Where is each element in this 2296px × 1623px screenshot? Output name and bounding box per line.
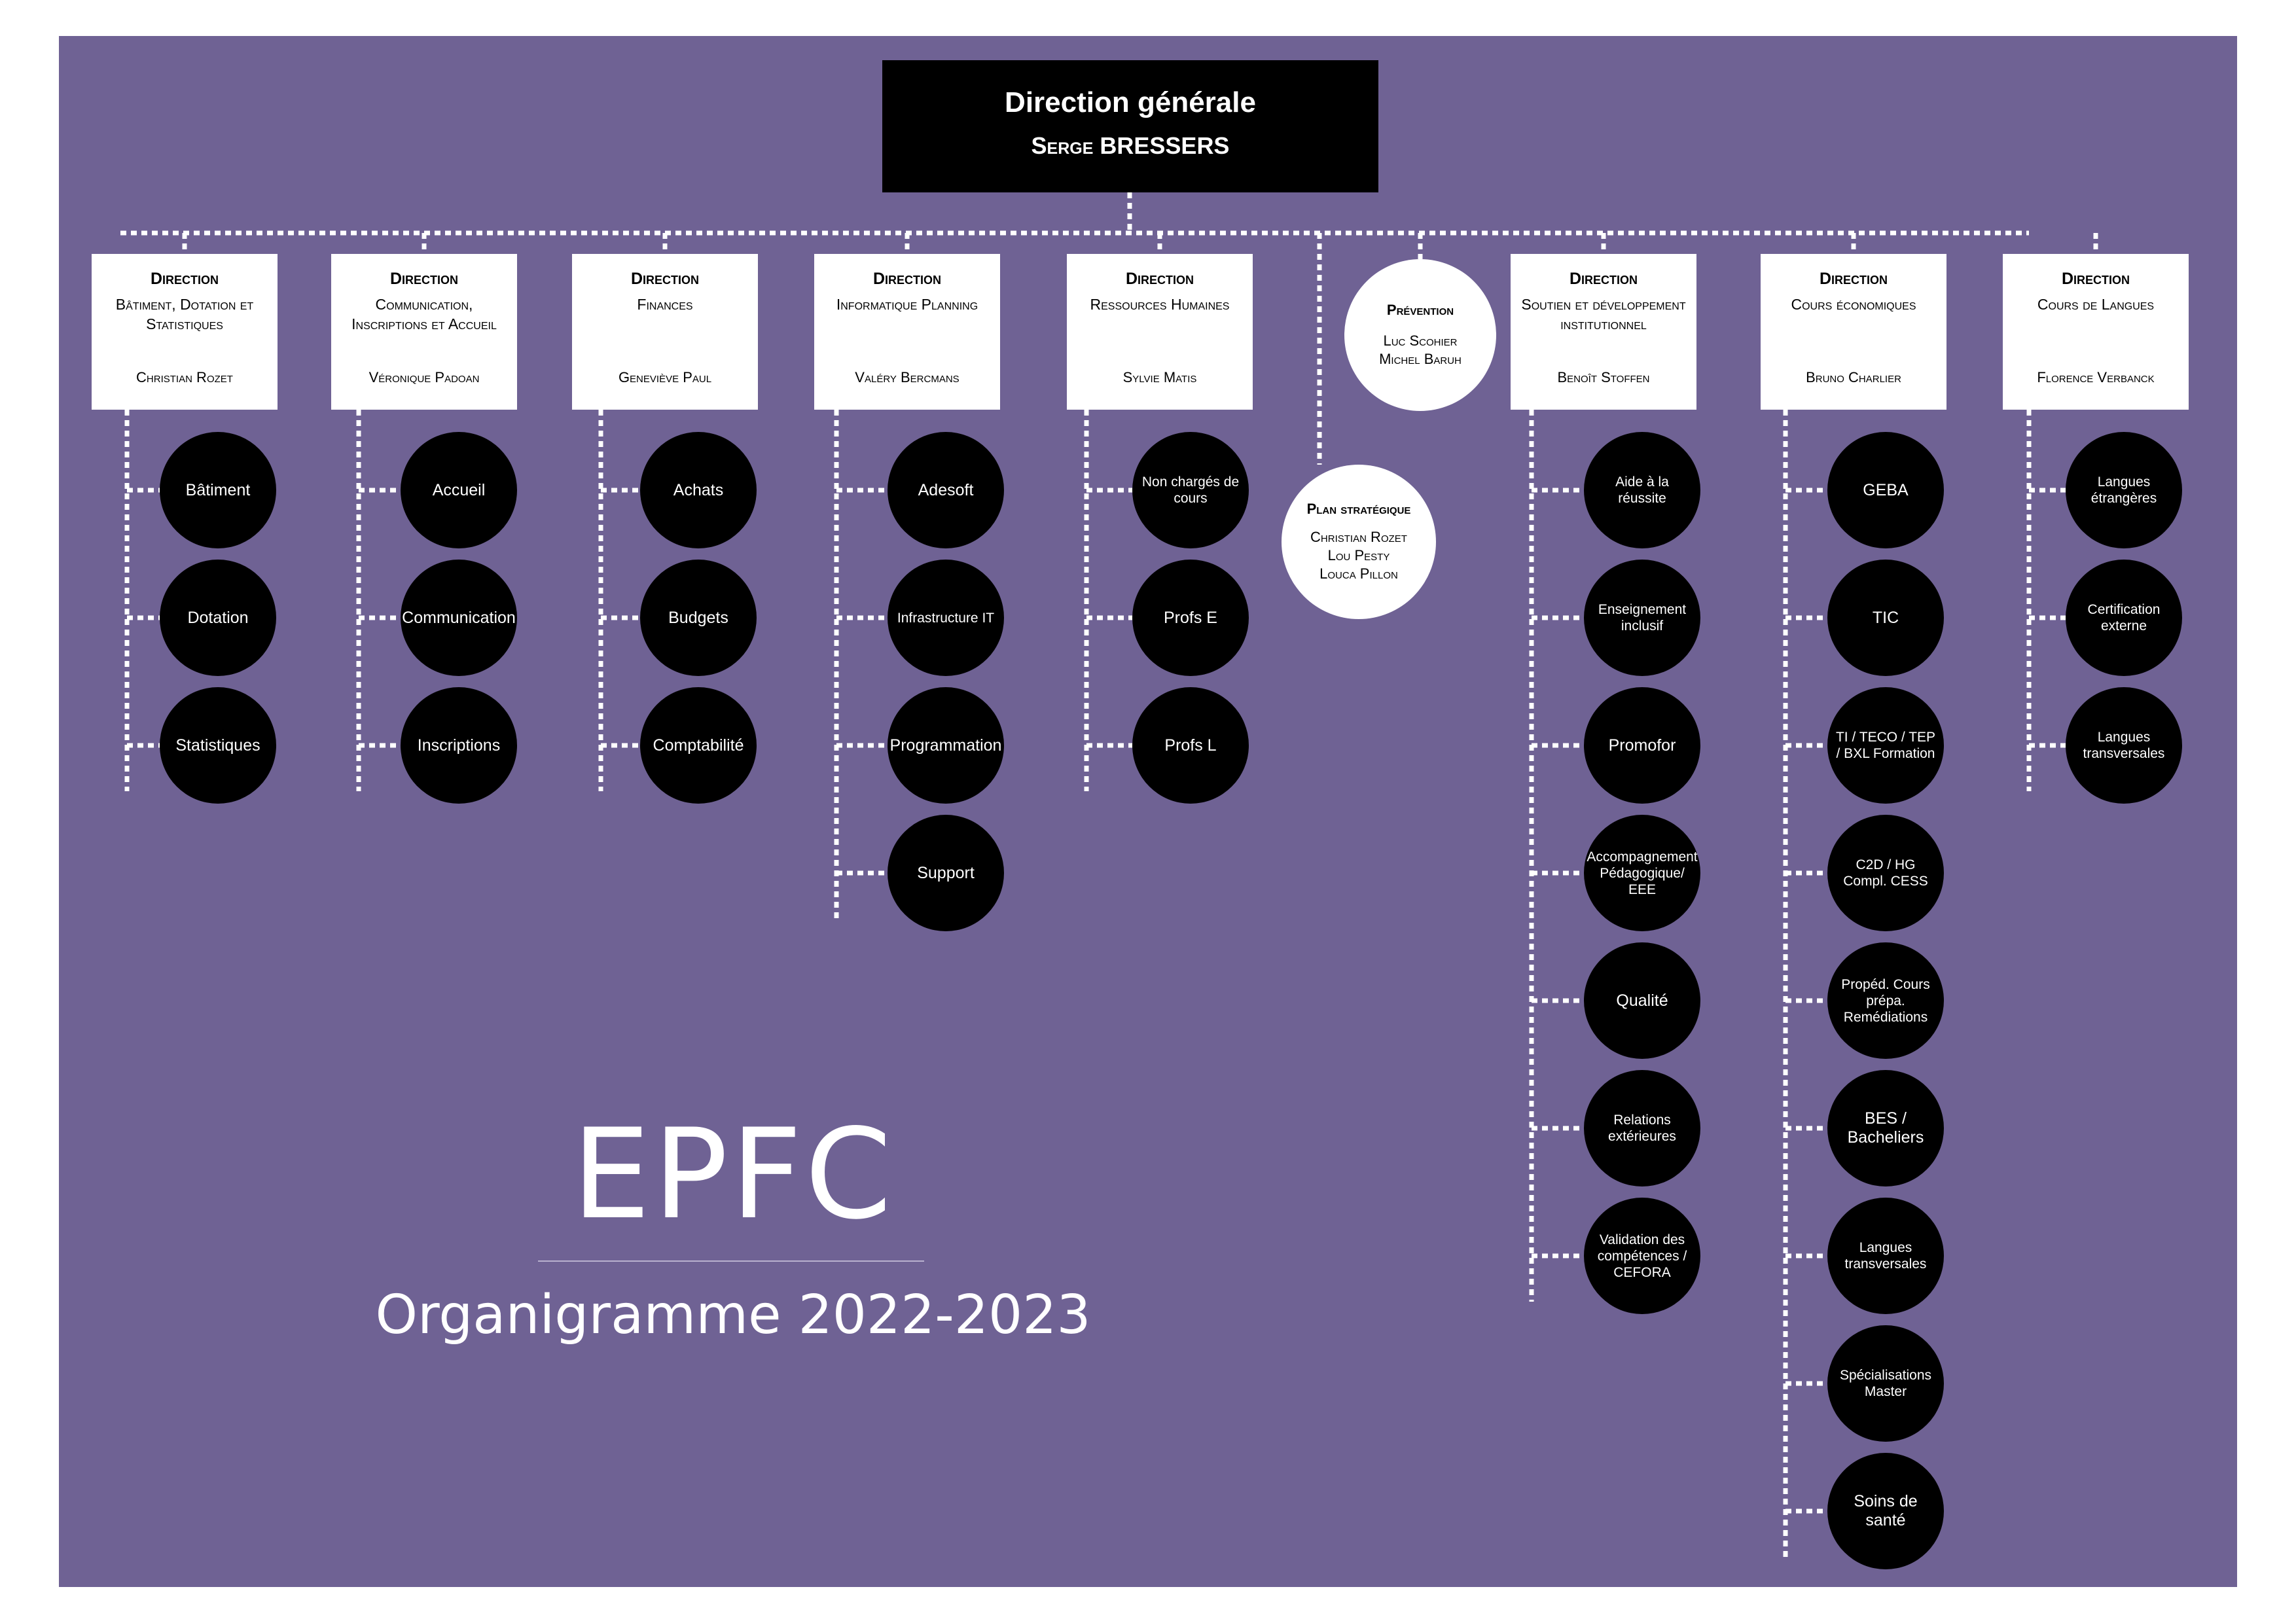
department-name: Communication, Inscriptions et Accueil <box>351 296 497 332</box>
unit-node: GEBA <box>1827 432 1944 548</box>
unit-node: Communication <box>401 560 517 676</box>
root-name: Serge BRESSERS <box>1031 132 1230 159</box>
prevention-title: Prévention <box>1386 302 1454 318</box>
department-name: Cours de Langues <box>2037 296 2155 313</box>
unit-node: Langues transversales <box>1827 1198 1944 1314</box>
department-head: Direction <box>1569 270 1638 288</box>
department-head: Direction <box>1125 270 1194 288</box>
department-person: Benoît Stoffen <box>1557 369 1650 385</box>
unit-node: Profs E <box>1132 560 1249 676</box>
unit-node: Achats <box>640 432 757 548</box>
plan-person: Christian Rozet <box>1310 529 1407 545</box>
unit-node: Comptabilité <box>640 687 757 804</box>
department-head: Direction <box>630 270 700 288</box>
department-person: Sylvie Matis <box>1122 369 1197 385</box>
department-person: Geneviève Paul <box>618 369 712 385</box>
department-head: Direction <box>872 270 942 288</box>
department-person: Christian Rozet <box>136 369 233 385</box>
department-head: Direction <box>1819 270 1888 288</box>
department-name: Soutien et développement institutionnel <box>1521 296 1686 332</box>
unit-node: Validation des compétences / CEFORA <box>1584 1198 1700 1314</box>
unit-node: Adesoft <box>888 432 1004 548</box>
unit-node: Statistiques <box>160 687 276 804</box>
unit-node: Accueil <box>401 432 517 548</box>
unit-node: Dotation <box>160 560 276 676</box>
department-name: Informatique Planning <box>836 296 978 313</box>
unit-node: TIC <box>1827 560 1944 676</box>
brand-logo-text: EPFC <box>571 1102 895 1247</box>
department-person: Valéry Bercmans <box>855 369 960 385</box>
prevention-person: Michel Baruh <box>1379 351 1462 367</box>
unit-node: Certification externe <box>2066 560 2182 676</box>
unit-node: Programmation <box>888 687 1004 804</box>
department-name: Cours économiques <box>1791 296 1916 313</box>
plan-title: Plan stratégique <box>1306 501 1411 517</box>
unit-node: Soins de santé <box>1827 1453 1944 1569</box>
prevention-person: Luc Scohier <box>1383 332 1458 349</box>
department-head: Direction <box>150 270 219 288</box>
plan-person: Louca Pillon <box>1319 565 1398 582</box>
chart-subtitle: Organigramme 2022-2023 <box>375 1284 1091 1346</box>
root-title: Direction générale <box>1005 86 1256 118</box>
unit-node: Bâtiment <box>160 432 276 548</box>
unit-node: Inscriptions <box>401 687 517 804</box>
department-person: Florence Verbanck <box>2037 369 2155 385</box>
unit-node: Support <box>888 815 1004 931</box>
root-box-direction-generale: Direction générale Serge BRESSERS <box>882 60 1378 192</box>
plan-strategique-node: Plan stratégique Christian Rozet Lou Pes… <box>1282 465 1436 619</box>
unit-node: Accompagnement Pédagogique/ EEE <box>1584 815 1700 931</box>
unit-node: Aide à la réussite <box>1584 432 1700 548</box>
department-name: Finances <box>637 296 693 313</box>
unit-node: Infrastructure IT <box>888 560 1004 676</box>
unit-node: Langues étrangères <box>2066 432 2182 548</box>
department-person: Véronique Padoan <box>368 369 480 385</box>
unit-node: Profs L <box>1132 687 1249 804</box>
unit-node: Langues transversales <box>2066 687 2182 804</box>
department-person: Bruno Charlier <box>1806 369 1901 385</box>
unit-node: Qualité <box>1584 942 1700 1059</box>
unit-node: Propéd. Cours prépa. Remédiations <box>1827 942 1944 1059</box>
department-name: Ressources Humaines <box>1090 296 1230 313</box>
prevention-node: Prévention Luc Scohier Michel Baruh <box>1344 259 1496 411</box>
unit-node: Spécialisations Master <box>1827 1325 1944 1442</box>
plan-person: Lou Pesty <box>1327 547 1390 563</box>
unit-node: Budgets <box>640 560 757 676</box>
department-head: Direction <box>2061 270 2130 288</box>
unit-node: Promofor <box>1584 687 1700 804</box>
unit-node: Relations extérieures <box>1584 1070 1700 1186</box>
unit-node: BES / Bacheliers <box>1827 1070 1944 1186</box>
unit-node: Non chargés de cours <box>1132 432 1249 548</box>
unit-node: C2D / HG Compl. CESS <box>1827 815 1944 931</box>
department-head: Direction <box>389 270 459 288</box>
department-name: Bâtiment, Dotation et Statistiques <box>115 296 254 332</box>
unit-node: TI / TECO / TEP / BXL Formation <box>1827 687 1944 804</box>
divider <box>538 1260 924 1262</box>
unit-node: Enseignement inclusif <box>1584 560 1700 676</box>
